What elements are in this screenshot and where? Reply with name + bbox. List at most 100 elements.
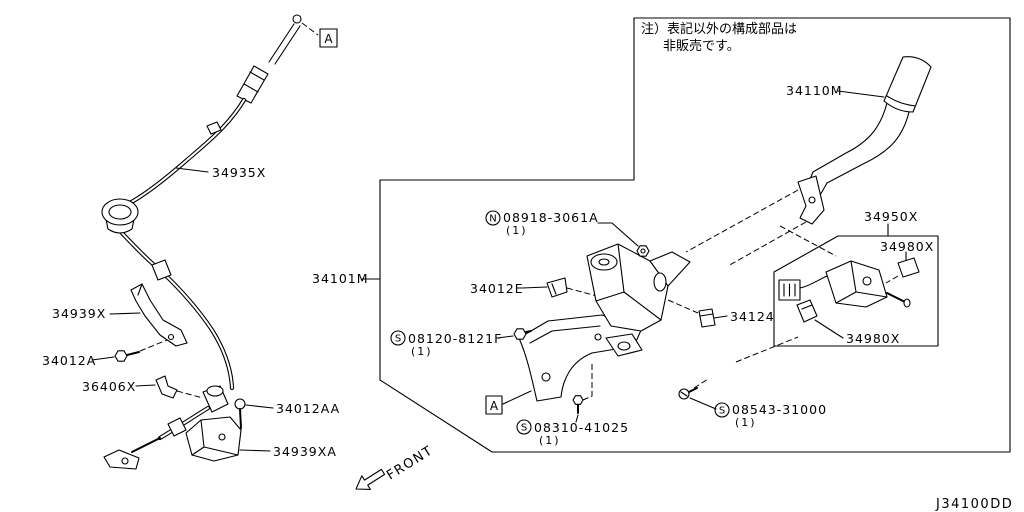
lever-shaft-edge-1 [806, 102, 888, 188]
reference-box-top [319, 28, 338, 48]
shift-lever-group: 34110M [786, 56, 932, 225]
label-screw-number: 08543-31000 [732, 402, 827, 417]
cable-sleeve [151, 259, 172, 281]
cable-lower-outer [118, 229, 235, 391]
plate-34012E-tab [551, 283, 557, 295]
switch-to-bracket-dash [735, 336, 799, 363]
clip-group: 36406X [82, 375, 204, 399]
upper-cable-bracket-edge [137, 283, 143, 296]
lower-cable-bracket-hole [218, 433, 226, 441]
lower-cable-bracket-edge-2 [191, 446, 205, 456]
leader-34939XA [239, 449, 271, 452]
leader-bolt-b [575, 414, 579, 423]
cable-rod-edge-2 [274, 25, 301, 65]
lever-base-hole [808, 196, 816, 204]
pin-34124-group: 34124 [698, 308, 774, 328]
cable-collar [236, 65, 269, 104]
leader-screw [689, 397, 717, 410]
reference-letter-top: A [324, 32, 333, 46]
switch-part-lower [796, 299, 818, 323]
lever-to-switch-dash [779, 225, 837, 257]
cable-to-ref-a-dash [301, 22, 319, 36]
plate-34012E [546, 277, 568, 298]
prefix-badge-screw [714, 402, 730, 418]
label-34012AA: 34012AA [276, 401, 340, 416]
switch-assembly-group: 34950X 34980X 34980X [778, 209, 934, 346]
prefix-letter-bolt-b: S [521, 423, 527, 434]
upper-cable-bracket-hole [167, 333, 175, 341]
screw-group: S 08543-31000 (1) [678, 387, 827, 429]
label-34980X-upper: 34980X [880, 239, 934, 254]
outline-frames [379, 17, 1011, 453]
lower-cable-bracket-group: 34012AA 34939XA [185, 398, 340, 462]
reference-letter-bottom: A [490, 399, 499, 413]
screw-to-arm-dash [693, 378, 709, 389]
bolt-34012A-shank [126, 351, 140, 356]
label-36406X: 36406X [82, 379, 136, 394]
assembly-arm-edge [529, 325, 601, 344]
bolt-b-head [572, 395, 584, 405]
label-34110M: 34110M [786, 83, 843, 98]
label-screw-qty: (1) [735, 416, 757, 429]
cable-upper-inner [127, 99, 245, 205]
assembly-arm-hole-2 [594, 333, 602, 341]
label-bolt-b-number: 08310-41025 [534, 420, 629, 435]
cable-collar-ring-1 [249, 71, 265, 81]
leader-34110M [837, 90, 885, 98]
assembly-detent [605, 333, 643, 357]
bolt-b-to-arm-dash [582, 364, 593, 401]
cable-end-inner [159, 407, 209, 439]
label-nut-qty: (1) [506, 224, 528, 237]
assembly-arm-hole-1 [541, 372, 551, 382]
pin-34124 [698, 308, 716, 328]
switch-assembly-box [773, 235, 939, 347]
prefix-letter-bolt-a: S [395, 334, 401, 345]
bolt-a-head [513, 328, 527, 340]
assembly-housing-collar [649, 251, 691, 287]
leader-34012E [521, 286, 548, 289]
label-34939XA: 34939XA [273, 444, 337, 459]
leader-36406X [135, 384, 156, 387]
grommet-inner [108, 204, 132, 220]
switch-body-edge-2 [835, 291, 857, 304]
leader-34980X-lower [814, 319, 844, 339]
grommet-outer [101, 198, 139, 226]
assembly-side-cylinder [653, 272, 667, 292]
prefix-letter-screw: S [719, 406, 725, 417]
label-34980X-lower: 34980X [846, 331, 900, 346]
switch-part-upper [897, 257, 920, 278]
switch-pin [886, 292, 906, 303]
lever-to-housing-dash-2 [727, 221, 807, 267]
switch-pin-end [903, 298, 911, 308]
cable-upper-outer [125, 97, 247, 207]
nut-hex [636, 245, 650, 257]
assembly-boss [590, 253, 618, 271]
switch-wire [799, 275, 828, 289]
lever-shaft-edge-2 [818, 111, 910, 198]
bolt-34012A-head [114, 350, 128, 362]
reference-box-bottom [485, 395, 503, 415]
leader-34124 [713, 315, 728, 319]
leader-34012AA [245, 404, 274, 409]
assembly-boss-hole [598, 258, 610, 266]
label-nut-number: 08918-3061A [503, 210, 599, 225]
cable-top-nut [292, 14, 302, 24]
bolt-34012A-dash [139, 339, 168, 352]
leader-34012A [91, 356, 115, 361]
control-cable-group: 34935X [101, 14, 319, 470]
clip-dash [176, 390, 204, 399]
leader-reference-bottom [502, 390, 532, 405]
cable-end-rod [131, 437, 161, 453]
cable-fitting-ring [206, 385, 224, 397]
leader-34935X [175, 167, 209, 173]
cable-rod-edge-1 [268, 23, 295, 63]
front-label: FRONT [384, 443, 436, 483]
label-34101M: 34101M [312, 271, 369, 286]
label-bolt-b-qty: (1) [539, 434, 561, 447]
label-34012E: 34012E [470, 281, 524, 296]
label-bolt-a-qty: (1) [411, 345, 433, 358]
lower-cable-bracket [185, 416, 242, 462]
switch-body-hole [862, 276, 872, 286]
leader-34939X [109, 312, 141, 315]
